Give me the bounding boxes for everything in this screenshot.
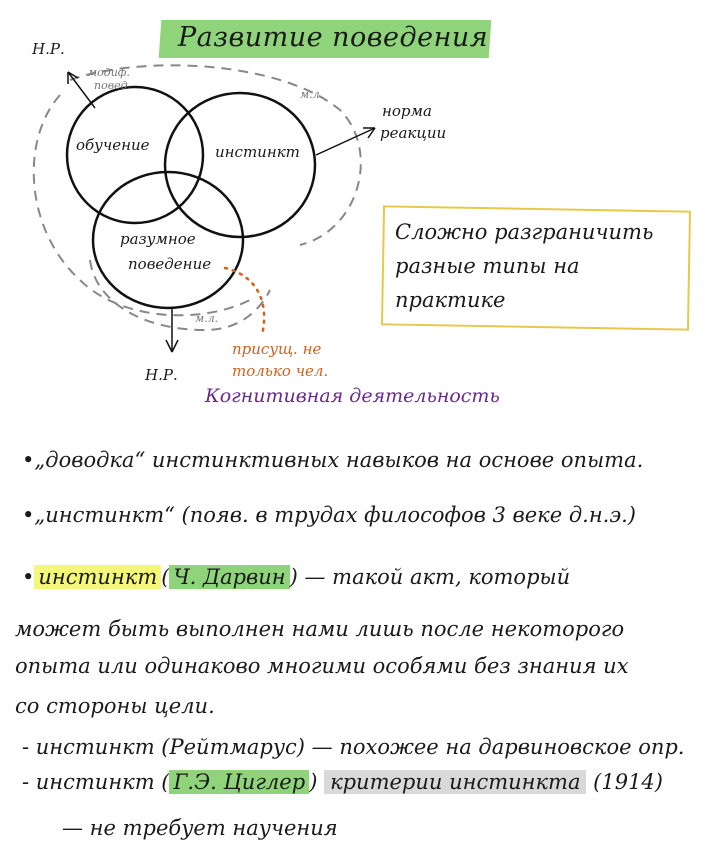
highlight-darwin: Ч. Дарвин <box>169 565 290 589</box>
ml-top-label: м.л. <box>300 88 324 101</box>
np-top-label: Н.Р. <box>32 40 65 58</box>
year: (1914) <box>593 770 663 794</box>
highlight-ziegler: Г.Э. Циглер <box>169 770 310 794</box>
arrow-up-left-head <box>67 71 79 84</box>
cognitive-label: Когнитивная деятельность <box>205 385 500 407</box>
body-line-8: - инстинкт (Г.Э. Циглер) критерии инстин… <box>22 770 663 794</box>
line-8-start: - инстинкт ( <box>22 770 170 794</box>
body-line-3: •инстинкт(Ч. Дарвин) — такой акт, которы… <box>22 565 570 589</box>
dashed-outline-left <box>32 94 251 317</box>
venn-label-learning: обучение <box>76 136 150 154</box>
page-title: Развитие поведения <box>178 22 489 53</box>
paren-open: ( <box>161 565 170 589</box>
body-line-7: - инстинкт (Рейтмарус) — похожее на дарв… <box>22 735 685 759</box>
note-line-1: Сложно разграничить <box>395 220 654 244</box>
orange-note-1: присущ. не <box>232 340 322 358</box>
norma-label-2: реакции <box>380 124 447 142</box>
np-bottom-label: Н.Р. <box>145 366 178 384</box>
body-line-6: со стороны цели. <box>15 694 215 718</box>
venn-label-instinct: инстинкт <box>215 143 300 161</box>
note-line-2: разные типы на <box>395 254 580 278</box>
venn-diagram <box>32 64 376 353</box>
body-line-2: •„инстинкт“ (появ. в трудах философов 3 … <box>22 503 636 527</box>
ml-bottom-label: м.л. <box>195 312 219 325</box>
norma-label-1: норма <box>382 102 432 120</box>
body-line-5: опыта или одинаково многими особями без … <box>15 654 629 678</box>
note-line-3: практике <box>395 288 506 312</box>
orange-dotted-link <box>223 266 266 337</box>
line-3-rest: ) — такой акт, который <box>289 565 571 589</box>
body-line-4: может быть выполнен нами лишь после неко… <box>15 617 625 641</box>
orange-note-2: только чел. <box>232 362 329 380</box>
arrow-down-head <box>165 339 179 353</box>
dashed-outline-top <box>69 64 362 246</box>
modif-label-1: модиф. <box>88 66 130 79</box>
bullet: • <box>22 565 35 589</box>
dashed-outline-bottom <box>89 259 271 332</box>
arrow-right-head <box>363 127 376 139</box>
arrow-up-left <box>67 71 96 109</box>
note-text: Сложно разграничить разные типы на практ… <box>395 215 653 317</box>
venn-label-rational-2: поведение <box>128 255 212 273</box>
line-8-close: ) <box>309 770 318 794</box>
circle-learning <box>65 85 205 225</box>
highlight-criteria: критерии инстинкта <box>324 770 587 794</box>
circle-rational <box>91 170 245 310</box>
arrow-right <box>315 127 376 156</box>
circle-instinct <box>163 91 317 239</box>
body-line-1: •„доводка“ инстинктивных навыков на осно… <box>22 448 644 472</box>
body-line-9: — не требует научения <box>62 816 338 840</box>
highlight-instinct: инстинкт <box>34 565 162 589</box>
modif-label-2: повед. <box>94 79 132 92</box>
venn-label-rational-1: разумное <box>120 230 196 248</box>
